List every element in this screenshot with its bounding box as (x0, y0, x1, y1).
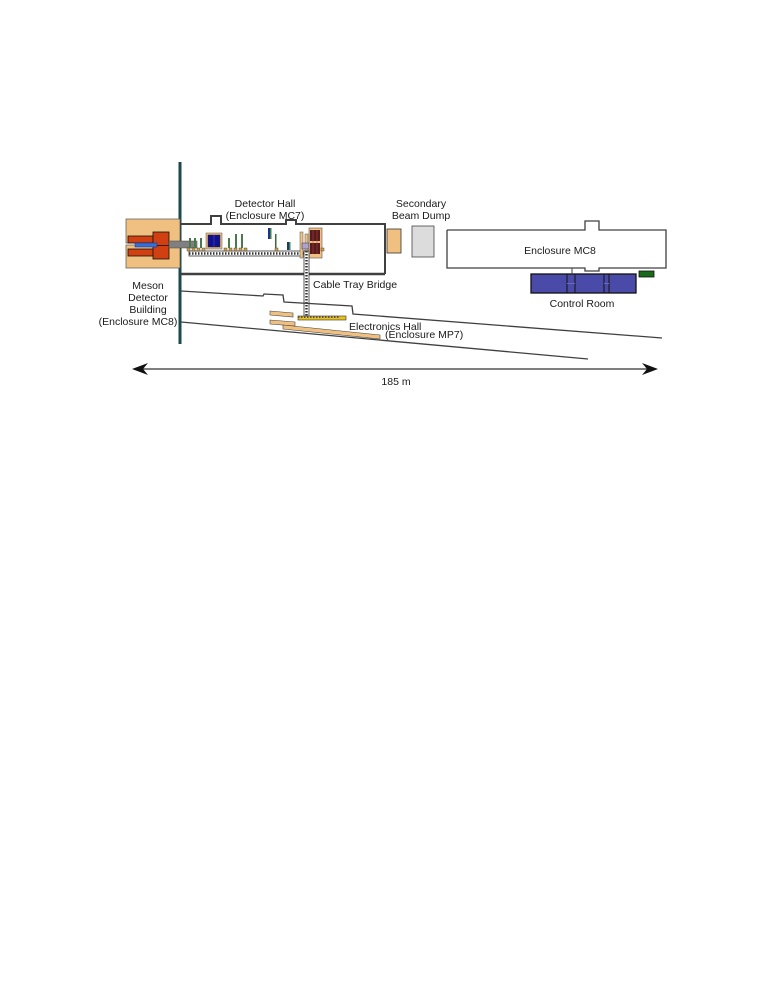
electronics-hall-sublabel: (Enclosure MP7) (385, 329, 463, 341)
electronics-racks (269, 310, 381, 340)
control-room (530, 268, 655, 294)
enclosure-mc8-label: Enclosure MC8 (524, 245, 596, 257)
cable-tray-horizontal (188, 250, 312, 257)
scale-arrow (132, 363, 658, 375)
detector-hall-outline (180, 215, 386, 276)
secondary-beam-dump (386, 225, 435, 258)
cable-tray-bridge (297, 250, 347, 321)
control-room-label: Control Room (550, 298, 615, 310)
meson-label-3: Building (129, 304, 167, 316)
secondary-dump-label: Secondary (396, 198, 447, 210)
secondary-dump-sublabel: Beam Dump (392, 210, 451, 222)
electronics-hall-label: Electronics Hall (349, 321, 421, 333)
meson-label-4: (Enclosure MC8) (99, 316, 178, 328)
scale-label: 185 m (381, 376, 410, 388)
electronics-hall-outline (180, 290, 663, 360)
detector-hall-label: Detector Hall (235, 198, 296, 210)
cable-tray-bridge-label: Cable Tray Bridge (313, 279, 397, 291)
enclosure-mc8-outline (446, 220, 667, 272)
detector-elements (186, 227, 325, 259)
detector-hall-sublabel: (Enclosure MC7) (226, 210, 305, 222)
meson-label: Meson (132, 280, 164, 292)
meson-building-shape (125, 218, 198, 269)
meson-label-2: Detector (128, 292, 168, 304)
